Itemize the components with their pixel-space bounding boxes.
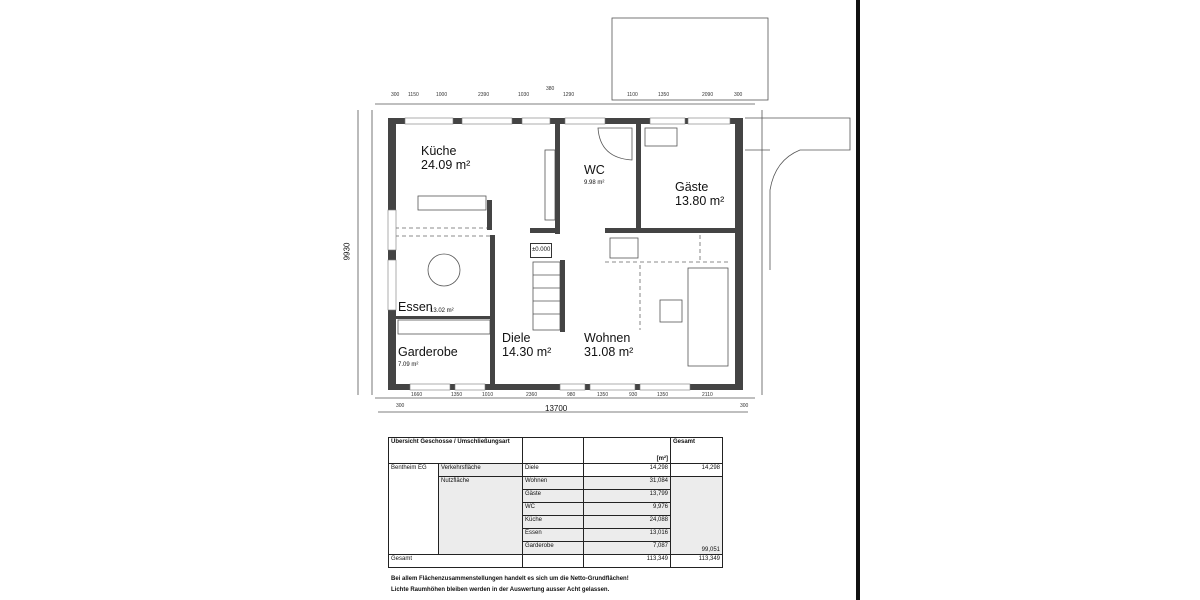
room-area-wc: 9.98 m² [584,180,605,186]
kitchen-island [417,195,487,211]
area-summary-table: Übersicht Geschosse / Umschließungsart [… [388,437,723,568]
external-stair [745,117,851,270]
table-row: Nutzfläche Wohnen 31,084 99,051 [389,476,723,555]
windows [387,117,731,391]
bathtub [597,127,633,161]
room-name-essen: Essen [398,300,433,314]
floor-plan-drawing [357,17,851,413]
table-header-row: Übersicht Geschosse / Umschließungsart [… [388,437,723,464]
room-area-gaeste: 13.80 m² [675,194,725,208]
dining-table [427,253,461,287]
room-area-kueche: 24.09 m² [421,158,471,172]
level-mark: ±0.000 [530,243,553,258]
room-name-wohnen: Wohnen [584,331,631,345]
room-area-diele: 14.30 m² [502,345,552,359]
table-row: Bentheim EG Verkehrsfläche Diele 14,298 … [388,463,723,555]
terrace-outline [611,17,769,101]
total-width: 13700 [545,404,568,413]
sofa [687,267,729,367]
room-area-essen: 13.02 m² [430,308,454,314]
note-net-area: Bei allem Flächenzusammenstellungen hand… [391,576,629,582]
room-name-garderobe: Garderobe [398,345,458,359]
room-name-wc: WC [584,163,605,177]
total-depth: 9930 [342,242,352,261]
staircase [532,261,561,331]
room-name-diele: Diele [502,331,531,345]
room-area-wohnen: 31.08 m² [584,345,634,359]
table-total-row: Gesamt 113,349 113,349 [388,554,723,568]
room-area-garderobe: 7.09 m² [398,362,419,368]
page-edge-divider [856,0,860,600]
note-room-height: Lichte Raumhöhen bleiben werden in der A… [391,587,610,593]
room-name-gaeste: Gäste [675,180,709,194]
room-name-kueche: Küche [421,144,457,158]
